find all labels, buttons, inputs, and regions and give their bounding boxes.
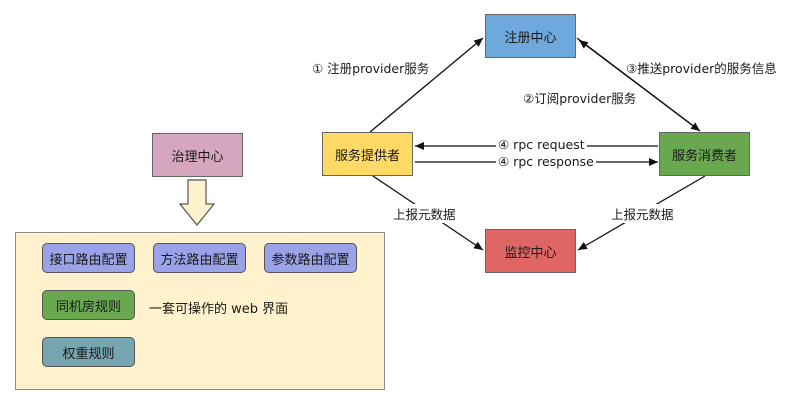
subscribe-arrow [578,39,701,132]
panel-description: 一套可操作的 web 界面 [149,302,289,317]
register-arrow [369,37,484,133]
governance-label: 治理中心 [171,149,224,165]
provider-label: 服务提供者 [334,148,400,164]
method-route-label: 方法路由配置 [160,252,239,268]
param-route-label: 参数路由配置 [271,252,350,268]
monitor-node: 监控中心 [485,229,576,273]
registry-node: 注册中心 [485,14,576,58]
same-room-rule: 同机房规则 [42,290,135,320]
weight-rule-label: 权重规则 [62,346,115,362]
rpc-response-label: ④ rpc response [496,154,596,169]
consumer-label: 服务消费者 [671,148,737,164]
interface-route-config: 接口路由配置 [42,243,135,273]
same-room-rule-label: 同机房规则 [55,299,121,315]
interface-route-label: 接口路由配置 [49,252,128,268]
param-route-config: 参数路由配置 [264,243,357,273]
report-left-label: 上报元数据 [391,204,458,223]
subscribe-label: ②订阅provider服务 [523,91,637,106]
governance-node: 治理中心 [152,133,243,177]
report-right-label: 上报元数据 [609,204,676,223]
governance-down-arrow [178,179,216,226]
monitor-label: 监控中心 [504,245,557,261]
registry-label: 注册中心 [504,30,557,46]
weight-rule: 权重规则 [42,337,135,367]
rpc-request-label: ④ rpc request [496,137,587,152]
method-route-config: 方法路由配置 [153,243,246,273]
provider-node: 服务提供者 [322,132,413,176]
push-label: ③推送provider的服务信息 [626,61,777,76]
consumer-node: 服务消费者 [659,132,750,176]
register-label: ① 注册provider服务 [312,61,430,76]
